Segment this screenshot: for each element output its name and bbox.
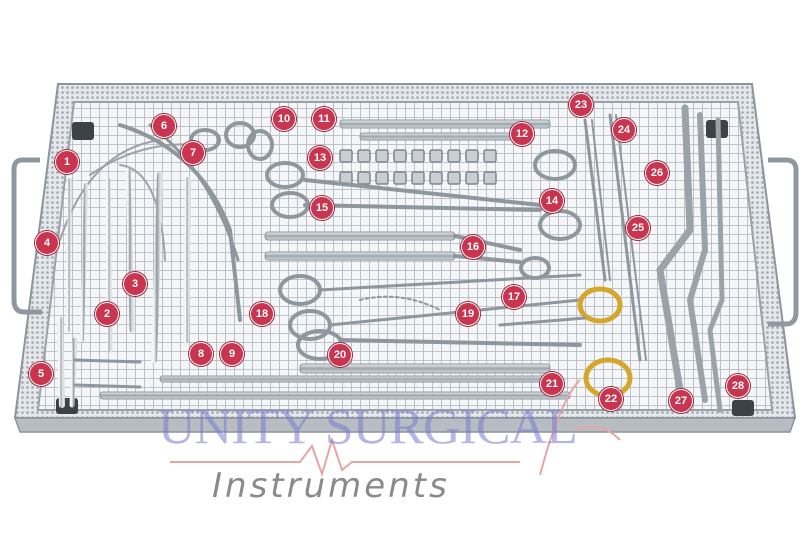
callout-badge-5: 5 [29, 362, 53, 386]
callout-badge-26: 26 [645, 161, 669, 185]
callout-badge-16: 16 [461, 235, 485, 259]
callout-badge-20: 20 [328, 343, 352, 367]
callout-badge-21: 21 [540, 372, 564, 396]
callout-badge-8: 8 [189, 342, 213, 366]
brand-logo-graphic [170, 379, 621, 478]
callout-badge-24: 24 [612, 118, 636, 142]
callout-badge-23: 23 [569, 93, 593, 117]
tray-handle-right [768, 157, 799, 327]
instruments [57, 104, 725, 413]
callout-badge-15: 15 [310, 196, 334, 220]
callout-badge-27: 27 [669, 389, 693, 413]
callout-badge-25: 25 [626, 216, 650, 240]
tray-handle-left [11, 157, 42, 315]
brand-tagline: Instruments [212, 466, 450, 506]
callout-badge-19: 19 [456, 302, 480, 326]
callout-badge-6: 6 [152, 114, 176, 138]
callout-badge-17: 17 [502, 285, 526, 309]
callout-badge-1: 1 [55, 150, 79, 174]
callout-badge-10: 10 [272, 107, 296, 131]
callout-badge-4: 4 [35, 231, 59, 255]
callout-badge-9: 9 [220, 342, 244, 366]
callout-badge-13: 13 [308, 146, 332, 170]
callout-badge-22: 22 [599, 387, 623, 411]
callout-badge-12: 12 [510, 122, 534, 146]
callout-badge-28: 28 [726, 374, 750, 398]
callout-badge-18: 18 [250, 302, 274, 326]
callout-badge-2: 2 [95, 302, 119, 326]
brand-name-watermark: UNITY SURGICAL [158, 400, 578, 455]
callout-badge-3: 3 [123, 272, 147, 296]
callout-badge-11: 11 [312, 107, 336, 131]
callout-badge-7: 7 [181, 141, 205, 165]
callout-badge-14: 14 [540, 189, 564, 213]
